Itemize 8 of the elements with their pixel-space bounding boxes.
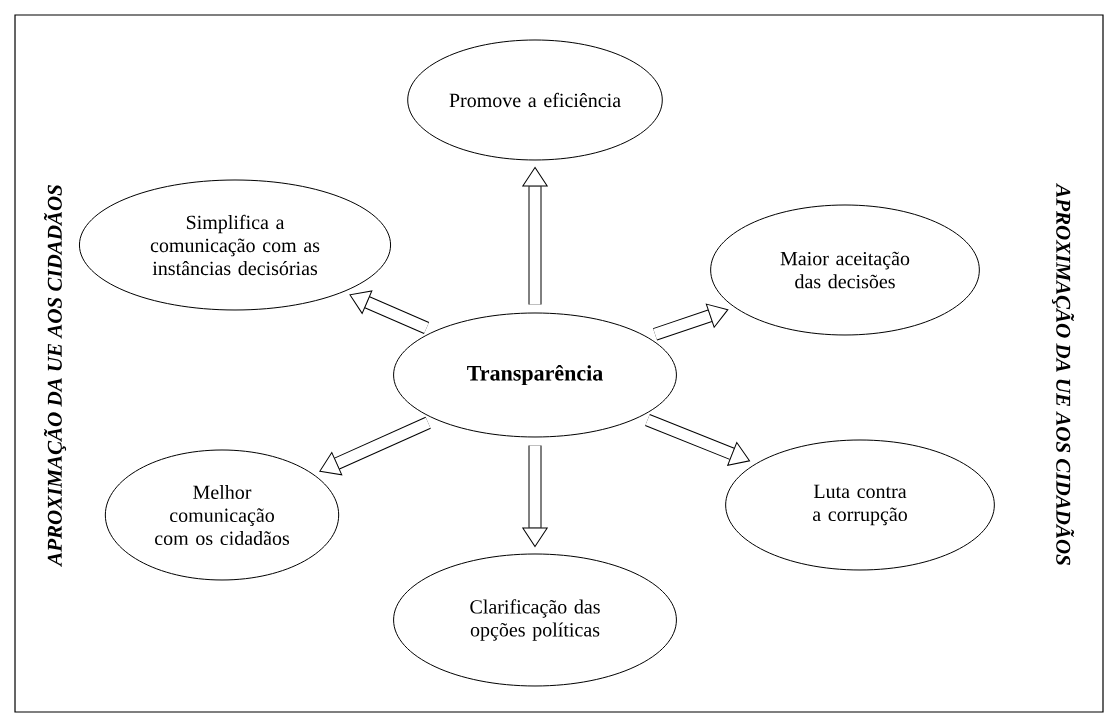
block-arrow	[653, 303, 729, 341]
block-arrow	[522, 445, 548, 548]
side-label: APROXIMAÇÃO DA UE AOS CIDADÃOS	[1051, 183, 1075, 565]
block-arrow	[645, 413, 750, 466]
block-arrow	[349, 290, 430, 334]
block-arrow	[319, 416, 431, 476]
side-label: APROXIMAÇÃO DA UE AOS CIDADÃOS	[43, 185, 67, 567]
block-arrow	[522, 166, 548, 305]
